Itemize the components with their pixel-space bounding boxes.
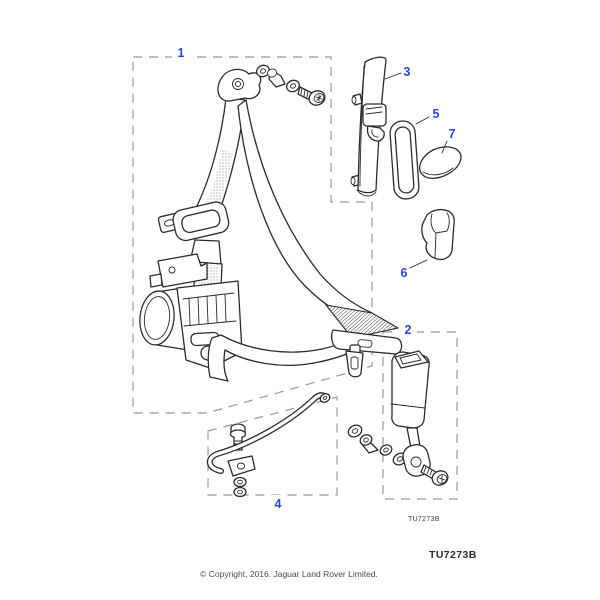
- callout-label-2[interactable]: 2: [405, 323, 412, 337]
- callout-5[interactable]: 5: [433, 107, 440, 121]
- callout-label-3[interactable]: 3: [404, 65, 411, 79]
- callout-6[interactable]: 6: [401, 266, 408, 280]
- callout-label-6[interactable]: 6: [401, 266, 408, 280]
- leader-line-6: [409, 259, 428, 269]
- part-7-cover-cap[interactable]: [418, 146, 462, 180]
- belt-guide-loop: [157, 201, 230, 242]
- callout-1[interactable]: 1: [172, 44, 190, 60]
- part-5-bezel-ring[interactable]: [389, 120, 420, 200]
- part-2-buckle-assembly[interactable]: [346, 350, 450, 488]
- callout-label-5[interactable]: 5: [433, 107, 440, 121]
- leader-line-5: [415, 116, 430, 125]
- callout-4[interactable]: 4: [269, 495, 287, 511]
- callout-7[interactable]: 7: [449, 127, 456, 141]
- callout-box-4: [207, 396, 338, 496]
- leader-line-7: [441, 140, 448, 154]
- diagram-code-small: TU7273B: [408, 516, 440, 523]
- copyright-text: © Copyright, 2016. Jaguar Land Rover Lim…: [200, 569, 378, 579]
- callout-3[interactable]: 3: [404, 65, 411, 79]
- anchor-bolt-hardware: [255, 64, 326, 106]
- callout-box-2: [382, 331, 458, 500]
- part-1-seatbelt-retractor-assembly[interactable]: [137, 63, 403, 382]
- leader-line-3: [384, 72, 402, 80]
- callout-label-4[interactable]: 4: [275, 497, 282, 511]
- diagram-code-large: TU7273B: [429, 549, 477, 561]
- callout-box-1: [132, 56, 373, 414]
- callout-label-7[interactable]: 7: [449, 127, 456, 141]
- part-4-rod-kit[interactable]: [206, 392, 332, 498]
- callout-label-1[interactable]: 1: [178, 46, 185, 60]
- callout-2[interactable]: 2: [399, 322, 417, 337]
- part-6-cover-boot[interactable]: [421, 208, 455, 261]
- part-3-guide-trim[interactable]: [350, 56, 387, 197]
- belt-tongue: [345, 344, 364, 378]
